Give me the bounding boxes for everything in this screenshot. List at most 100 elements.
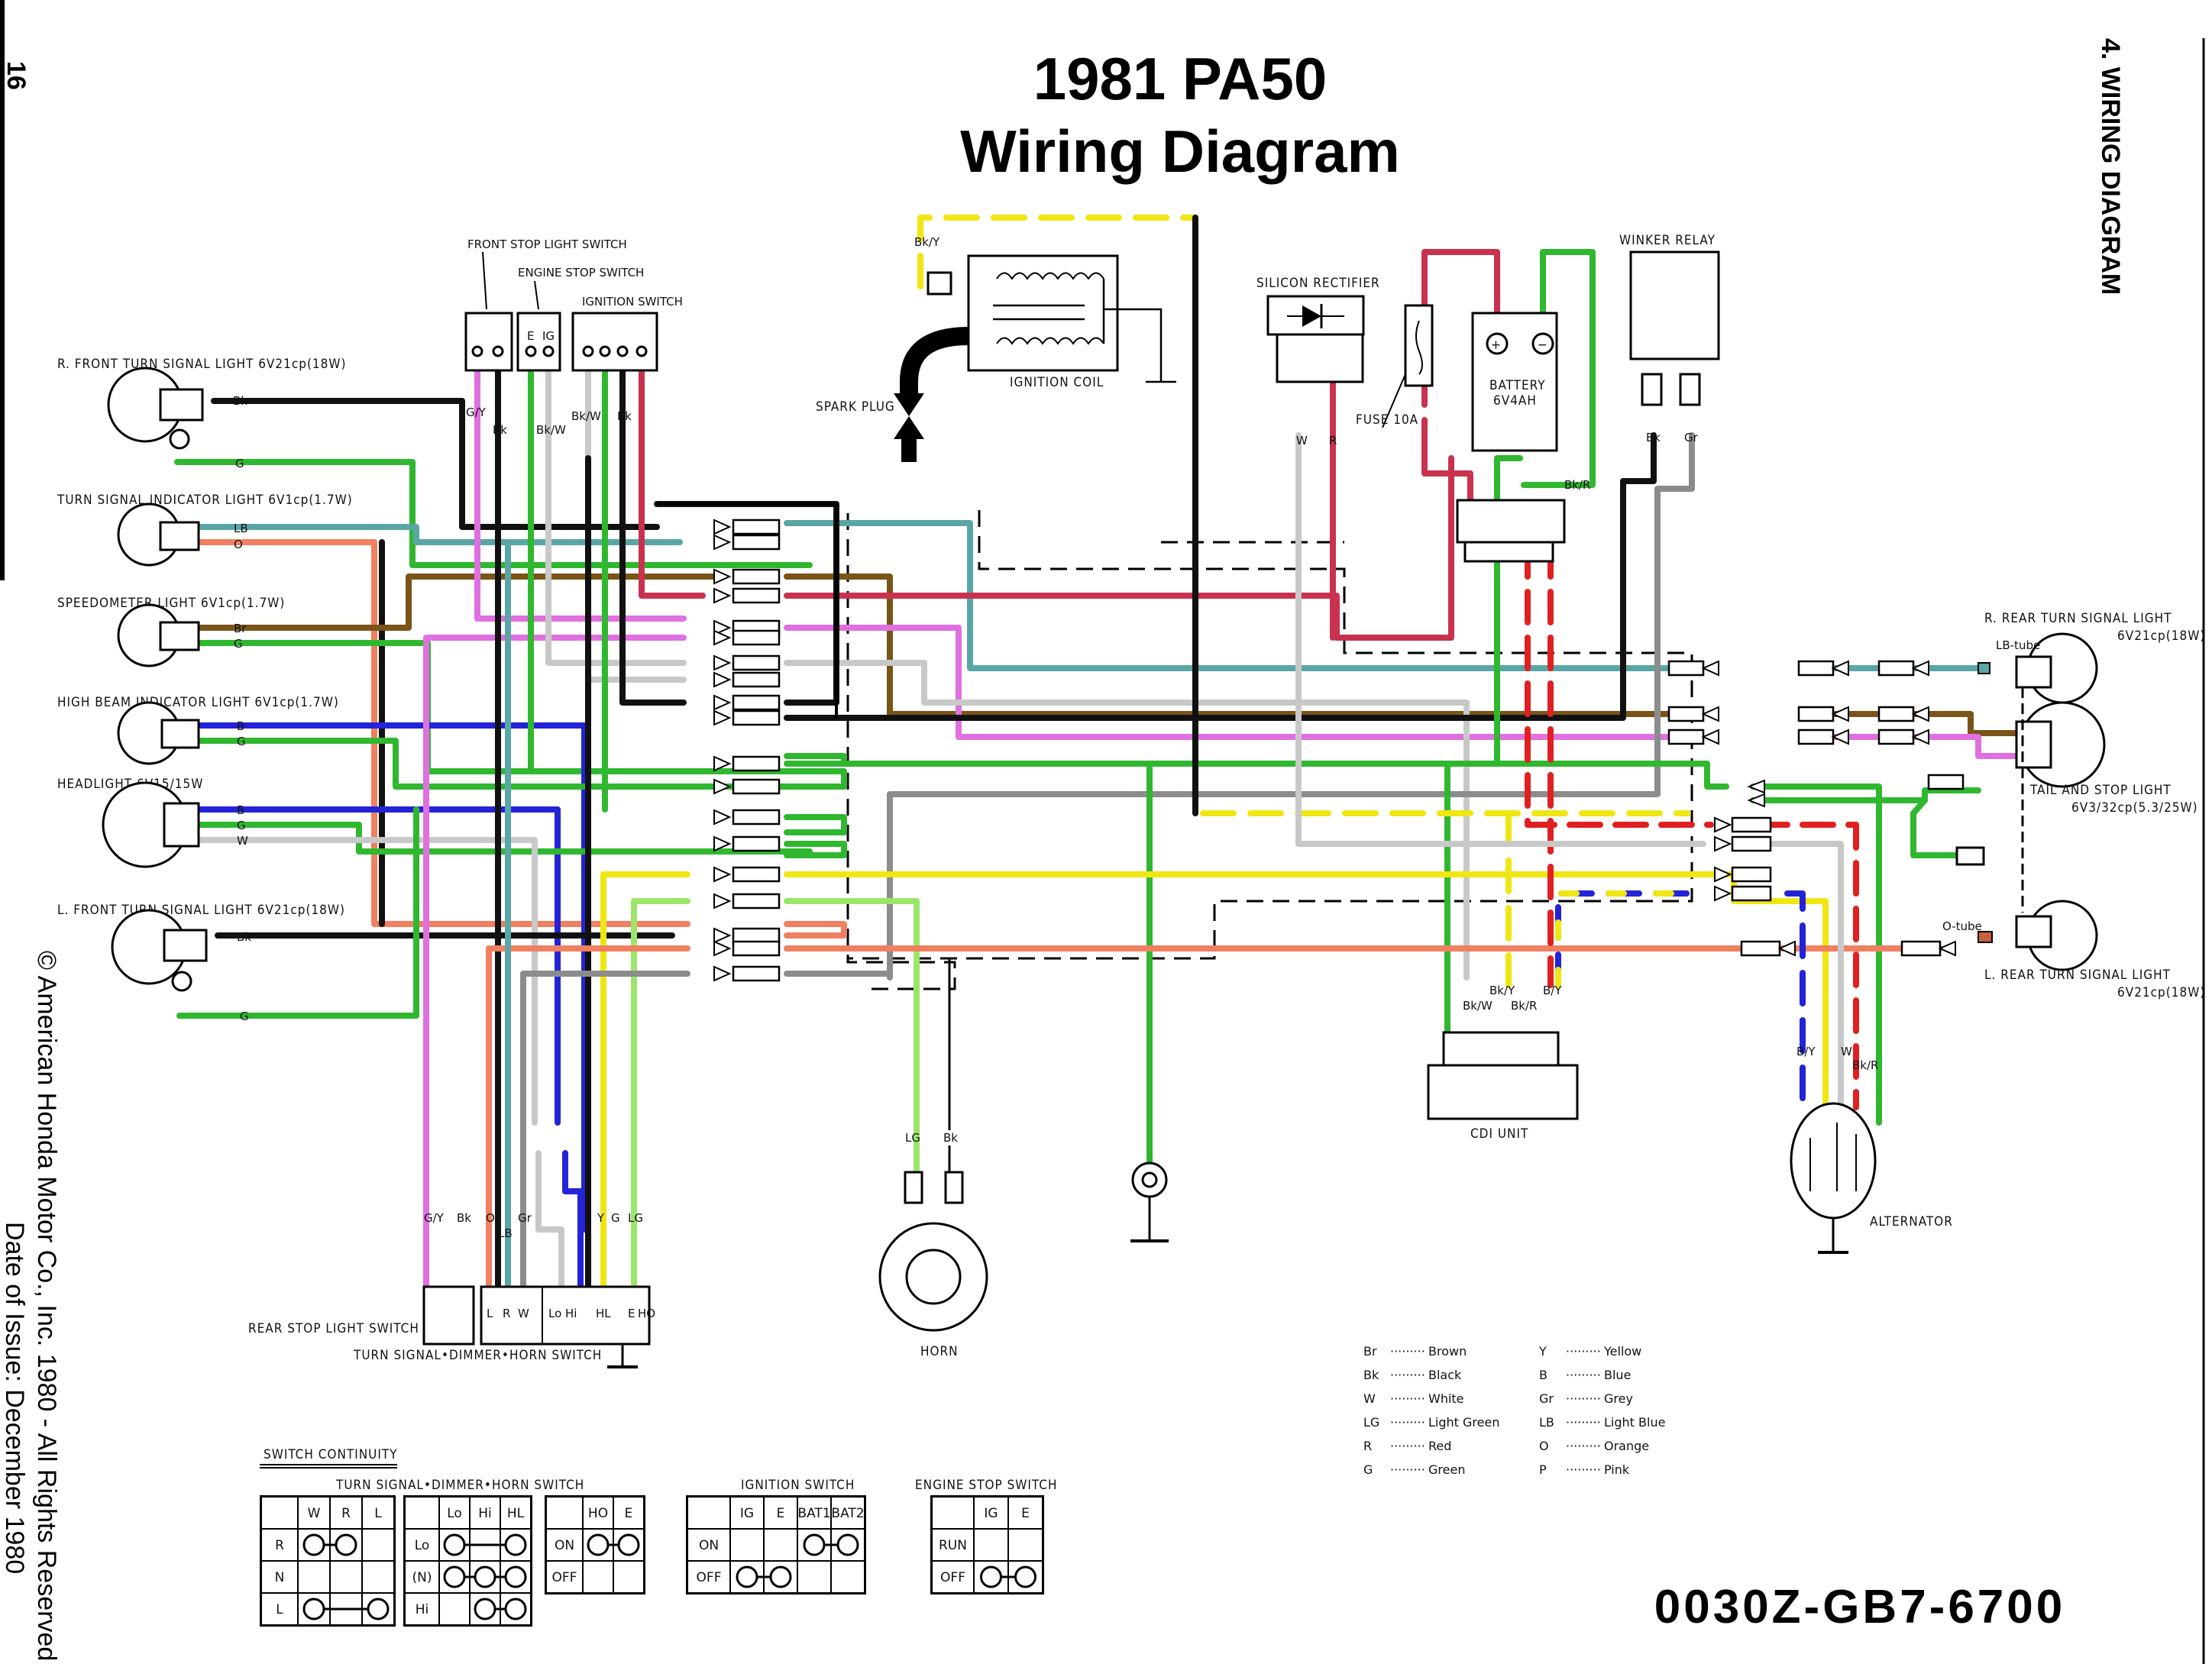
coupler [1747, 779, 1765, 794]
continuity-point [335, 1533, 357, 1556]
legend-entry: Gr·········Grey [1539, 1391, 1633, 1406]
legend-code: B [1539, 1368, 1547, 1382]
wire-bk [211, 398, 660, 530]
o-tube [1978, 931, 1993, 943]
svg-text:W: W [1841, 1045, 1852, 1058]
continuity-point [980, 1565, 1002, 1588]
continuity-point [803, 1533, 826, 1556]
svg-text:Lo: Lo [548, 1307, 561, 1320]
neutral-switch [1130, 1162, 1169, 1242]
legend-code: R [1363, 1439, 1372, 1453]
svg-text:Bk/W: Bk/W [571, 409, 601, 423]
svg-text:6V4AH: 6V4AH [1493, 393, 1537, 409]
high-beam-indicator-light: HIGH BEAM INDICATOR LIGHT 6V1cp(1.7W) B … [57, 695, 338, 765]
svg-text:SPARK PLUG: SPARK PLUG [816, 399, 895, 415]
legend-code: LB [1539, 1415, 1554, 1430]
column-header: BAT1 [797, 1506, 830, 1521]
legend-entry: G·········Green [1363, 1462, 1465, 1477]
ignition-coil: Bk/Y IGNITION COIL SPARK PLUG [816, 235, 1176, 462]
wire-r [784, 455, 1454, 641]
column-header: R [341, 1506, 351, 1521]
legend-name: White [1428, 1391, 1464, 1406]
legend-name: Light Green [1428, 1415, 1499, 1430]
svg-text:L. REAR TURN SIGNAL LIGHT: L. REAR TURN SIGNAL LIGHT [1984, 968, 2171, 983]
continuity-point [367, 1598, 390, 1620]
alternator: ALTERNATOR B/Y W Bk/R [1790, 1045, 1952, 1254]
continuity-point [474, 1565, 496, 1588]
wire-o [192, 539, 690, 927]
date-of-issue: Date of Issue: December 1980 [0, 1222, 29, 1574]
svg-text:·········: ········· [1566, 1439, 1601, 1453]
column-header: Lo [447, 1506, 462, 1521]
svg-text:LG: LG [628, 1211, 643, 1225]
section-title: 4. WIRING DIAGRAM [2096, 38, 2125, 295]
svg-text:Bk/Y: Bk/Y [1489, 984, 1515, 997]
row-header: Lo [415, 1538, 430, 1553]
svg-text:Y: Y [597, 1211, 605, 1225]
svg-text:B/Y: B/Y [1543, 984, 1562, 997]
legend-code: O [1539, 1439, 1549, 1453]
wire-w [1754, 841, 1844, 1110]
continuity-point [443, 1565, 466, 1588]
wire-by [1555, 890, 1703, 988]
svg-text:TURN SIGNAL INDICATOR LIGHT 6V: TURN SIGNAL INDICATOR LIGHT 6V1cp(1.7W) [57, 493, 353, 508]
legend-entry: W·········White [1363, 1391, 1464, 1406]
column-header: L [374, 1506, 382, 1521]
wire-bkr [1525, 543, 1714, 828]
coupler [713, 755, 781, 772]
wire-y [784, 871, 1829, 1110]
svg-text:SILICON RECTIFIER: SILICON RECTIFIER [1256, 276, 1380, 291]
legend-name: Orange [1604, 1439, 1649, 1453]
coupler [713, 965, 781, 982]
legend-name: Pink [1604, 1462, 1630, 1477]
svg-text:G/Y: G/Y [466, 405, 487, 419]
svg-text:IGNITION COIL: IGNITION COIL [1010, 375, 1104, 390]
wire-g [1750, 784, 1882, 1126]
wire-lg [631, 898, 690, 1294]
svg-text:W: W [1296, 434, 1308, 448]
wire-gr [520, 971, 690, 1294]
column-header: E [625, 1506, 633, 1521]
continuity-point [504, 1598, 527, 1620]
svg-text:R: R [503, 1307, 510, 1320]
lb-tube [1978, 662, 1990, 674]
wire-r [1421, 417, 1473, 507]
svg-text:Hi: Hi [565, 1307, 577, 1320]
coupler [1714, 866, 1772, 883]
svg-text:G: G [611, 1211, 620, 1225]
wire-g [1750, 787, 1981, 803]
wire-lg [784, 898, 920, 1175]
coupler [1877, 660, 1929, 677]
coupler [1714, 885, 1772, 902]
svg-text:O: O [234, 538, 243, 551]
svg-text:ENGINE STOP SWITCH: ENGINE STOP SWITCH [518, 266, 644, 279]
legend-entry: P·········Pink [1539, 1462, 1630, 1477]
coupler [713, 893, 781, 910]
column-header: E [777, 1506, 785, 1521]
continuity-point [443, 1533, 466, 1556]
legend-entry: LG·········Light Green [1363, 1415, 1499, 1430]
wire-gy [784, 625, 1703, 740]
svg-text:IGNITION SWITCH: IGNITION SWITCH [582, 295, 683, 309]
continuity-point [504, 1533, 527, 1556]
coupler [713, 629, 781, 646]
wire-w [192, 837, 538, 1126]
ground-eyelet-icon [171, 971, 192, 992]
svg-text:Bk: Bk [493, 423, 507, 437]
svg-text:LB-tube: LB-tube [1996, 638, 2040, 652]
svg-text:REAR STOP LIGHT SWITCH: REAR STOP LIGHT SWITCH [248, 1321, 419, 1336]
row-header: OFF [552, 1570, 577, 1585]
svg-text:Gr: Gr [518, 1211, 532, 1225]
svg-text:L: L [487, 1307, 493, 1320]
svg-text:·········: ········· [1390, 1462, 1425, 1477]
wire-b [192, 722, 587, 1233]
coupler [713, 809, 781, 826]
column-header: E [1021, 1506, 1030, 1521]
coupler [713, 835, 781, 852]
svg-text:FRONT STOP LIGHT SWITCH: FRONT STOP LIGHT SWITCH [467, 237, 627, 251]
wire-g [1910, 797, 1958, 858]
connector-block [657, 502, 1965, 982]
continuity-point [474, 1598, 496, 1620]
svg-text:G: G [235, 457, 244, 470]
